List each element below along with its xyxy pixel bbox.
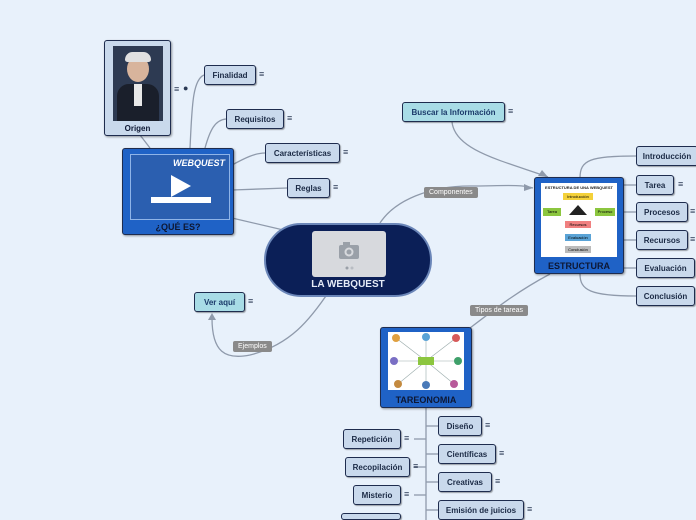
node-recopilacion[interactable]: Recopilación: [345, 457, 410, 477]
node-caracteristicas[interactable]: Características: [265, 143, 340, 163]
node-evaluacion[interactable]: Evaluación: [636, 258, 695, 278]
note-icon[interactable]: ≡: [485, 420, 491, 430]
connector-tipos-de-tareas: Tipos de tareas: [470, 305, 528, 316]
note-icon[interactable]: ≡: [287, 113, 293, 123]
note-icon[interactable]: ≡: [508, 106, 514, 116]
node-buscar-informacion[interactable]: Buscar la Información: [402, 102, 505, 122]
tareonomia-title: TAREONOMIA: [395, 395, 457, 405]
note-icon[interactable]: ≡: [404, 433, 410, 443]
que-es-title: ¿QUÉ ES?: [155, 222, 201, 232]
node-finalidad[interactable]: Finalidad: [204, 65, 256, 85]
connector-ejemplos: Ejemplos: [233, 341, 272, 352]
note-icon[interactable]: ≡: [495, 476, 501, 486]
webquest-video-thumbnail: WEBQUEST: [130, 154, 230, 220]
que-es-card[interactable]: WEBQUEST ¿QUÉ ES?: [122, 148, 234, 235]
connector-componentes: Componentes: [424, 187, 478, 198]
central-topic[interactable]: LA WEBQUEST: [264, 223, 432, 297]
node-procesos[interactable]: Procesos: [636, 202, 688, 222]
node-cientificas[interactable]: Científicas: [438, 444, 496, 464]
banner-strip: [151, 197, 211, 203]
note-icon[interactable]: ≡: [174, 84, 180, 94]
note-icon[interactable]: ≡: [678, 179, 684, 189]
estructura-card[interactable]: ESTRUCTURA DE UNA WEBQUEST Introducción …: [534, 177, 624, 274]
note-icon[interactable]: ≡: [690, 206, 696, 216]
webquest-banner: WEBQUEST: [173, 158, 226, 168]
node-requisitos[interactable]: Requisitos: [226, 109, 284, 129]
globe-icon[interactable]: ●: [183, 83, 189, 93]
note-icon[interactable]: ≡: [527, 504, 533, 514]
note-icon[interactable]: ≡: [690, 234, 696, 244]
node-recursos[interactable]: Recursos: [636, 230, 688, 250]
origen-card[interactable]: Origen: [104, 40, 171, 136]
node-ver-aqui[interactable]: Ver aquí: [194, 292, 245, 312]
node-introduccion[interactable]: Introducción: [636, 146, 696, 166]
note-icon[interactable]: ≡: [413, 461, 419, 471]
node-tarea[interactable]: Tarea: [636, 175, 674, 195]
camera-icon: [339, 242, 359, 270]
node-misterio[interactable]: Misterio: [353, 485, 401, 505]
tareonomia-diagram-thumbnail: [388, 332, 464, 390]
node-emision-de-juicios[interactable]: Emisión de juicios: [438, 500, 524, 520]
node-conclusion[interactable]: Conclusión: [636, 286, 695, 306]
central-title: LA WEBQUEST: [311, 279, 385, 290]
node-repeticion[interactable]: Repetición: [343, 429, 401, 449]
note-icon[interactable]: ≡: [248, 296, 254, 306]
node-diseno[interactable]: Diseño: [438, 416, 482, 436]
play-icon[interactable]: [167, 173, 193, 199]
image-placeholder: [312, 231, 386, 277]
estructura-diagram-thumbnail: ESTRUCTURA DE UNA WEBQUEST Introducción …: [541, 183, 617, 257]
portrait-image: [113, 46, 163, 121]
node-partial-offscreen[interactable]: [341, 513, 401, 520]
note-icon[interactable]: ≡: [404, 489, 410, 499]
tareonomia-card[interactable]: TAREONOMIA: [380, 327, 472, 408]
estructura-title: ESTRUCTURA: [548, 261, 610, 271]
note-icon[interactable]: ≡: [343, 147, 349, 157]
origen-label: Origen: [124, 124, 151, 133]
note-icon[interactable]: ≡: [499, 448, 505, 458]
node-creativas[interactable]: Creativas: [438, 472, 492, 492]
node-reglas[interactable]: Reglas: [287, 178, 330, 198]
note-icon[interactable]: ≡: [259, 69, 265, 79]
note-icon[interactable]: ≡: [333, 182, 339, 192]
